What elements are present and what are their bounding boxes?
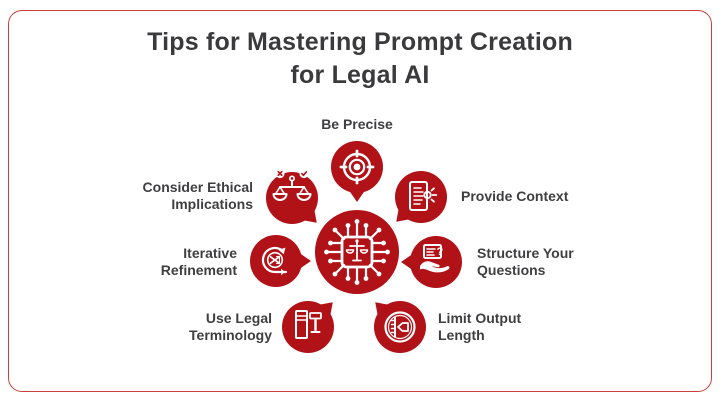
legal-ai-chip-icon	[324, 219, 390, 285]
hand-question-card-icon: ?	[420, 244, 450, 273]
node-iterative-refinement	[250, 235, 311, 287]
page-title: Tips for Mastering Prompt Creation for L…	[147, 28, 573, 89]
label-iterative-refinement: Iterative Refinement	[160, 245, 237, 278]
node-limit-output-length	[374, 301, 426, 353]
label-be-precise: Be Precise	[321, 116, 393, 132]
cycle-shuffle-icon	[261, 246, 288, 276]
document-rays-icon	[409, 181, 438, 211]
label-consider-ethical-implications: Consider Ethical Implications	[142, 179, 253, 212]
node-structure-your-questions: ?	[401, 236, 462, 288]
node-use-legal-terminology	[282, 301, 334, 353]
svg-text:?: ?	[437, 246, 444, 258]
label-use-legal-terminology: Use Legal Terminology	[189, 310, 272, 343]
node-consider-ethical-implications	[266, 168, 318, 224]
node-be-precise	[331, 141, 383, 202]
length-limit-arrow-icon	[384, 311, 416, 343]
target-icon	[339, 149, 375, 185]
center-node	[315, 210, 399, 294]
book-gavel-icon	[295, 310, 322, 339]
label-structure-your-questions: Structure Your Questions	[477, 245, 574, 278]
ethics-scales-icon	[272, 168, 312, 201]
node-provide-context	[395, 171, 447, 223]
label-limit-output-length: Limit Output Length	[438, 310, 522, 343]
label-provide-context: Provide Context	[461, 188, 569, 204]
